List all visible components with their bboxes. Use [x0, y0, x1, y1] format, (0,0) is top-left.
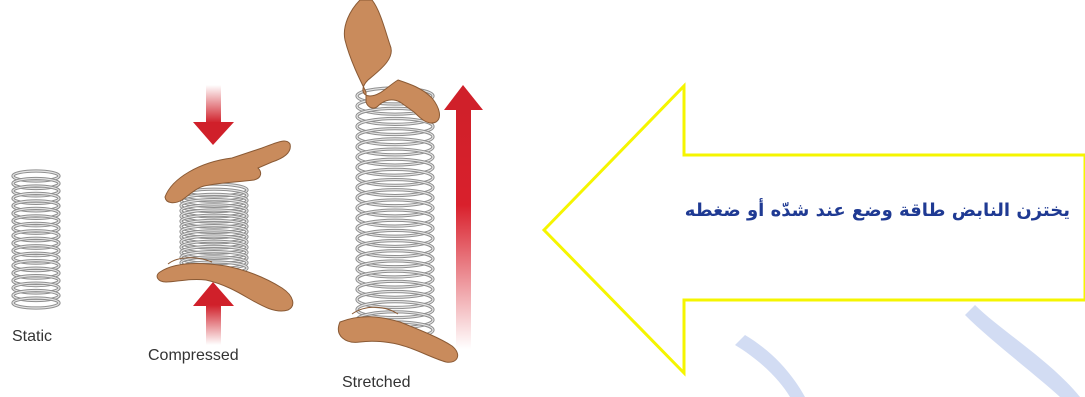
compressed-label: Compressed: [148, 347, 239, 365]
compressed-spring: [181, 184, 247, 274]
static-label: Static: [12, 328, 52, 346]
callout-text: يختزن النابض طاقة وضع عند شدّه أو ضغطه: [560, 200, 1070, 221]
stretched-spring: [357, 88, 433, 338]
up-force-arrow-small: [193, 282, 234, 345]
up-force-arrow-tall: [444, 85, 483, 349]
watermark-strokes: [735, 305, 1080, 397]
down-force-arrow: [193, 85, 234, 145]
static-spring: [13, 171, 59, 308]
bottom-hand-stretched: [338, 307, 457, 362]
stretched-label: Stretched: [342, 374, 410, 392]
